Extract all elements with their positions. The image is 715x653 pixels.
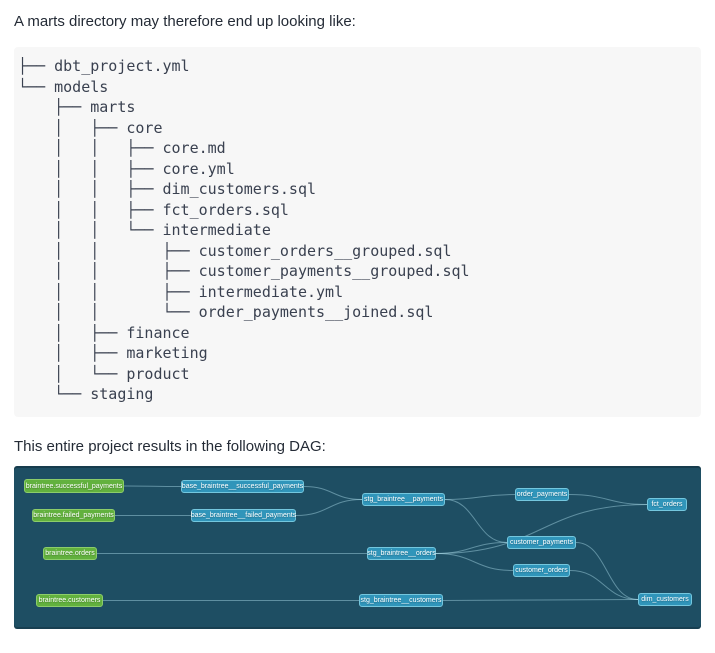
dag-node-braintree_failed_payments[interactable]: braintree.failed_payments [32,509,115,522]
dag-edges-layer [97,485,648,601]
dag-node-braintree_orders[interactable]: braintree.orders [43,547,97,560]
dag-edge-stg_braintree__customers-to-dim_customers [442,599,639,601]
dag-edge-customer_payments-to-dim_customers [575,542,639,600]
file-tree-code-block: ├── dbt_project.yml └── models ├── marts… [14,47,701,417]
dag-edge-stg_braintree__payments-to-order_payments [444,494,516,500]
intro-paragraph: A marts directory may therefore end up l… [14,13,356,30]
dag-node-stg_braintree__orders[interactable]: stg_braintree__orders [367,547,436,560]
dag-node-braintree_customers[interactable]: braintree.customers [36,594,103,607]
dag-edge-base_braintree__failed_payments-to-stg_braintree__payments [295,499,363,516]
dag-node-customer_payments[interactable]: customer_payments [507,536,576,549]
dag-node-order_payments[interactable]: order_payments [515,488,569,501]
dag-node-base_braintree__successful_payments[interactable]: base_braintree__successful_payments [181,480,304,493]
dag-edge-stg_braintree__payments-to-customer_payments [444,499,508,543]
article-content: A marts directory may therefore end up l… [0,13,715,629]
dag-node-fct_orders[interactable]: fct_orders [647,498,687,511]
dag-edge-stg_braintree__orders-to-customer_payments [435,542,508,554]
dag-caption: This entire project results in the follo… [14,437,326,455]
dag-node-stg_braintree__payments[interactable]: stg_braintree__payments [362,493,445,506]
dag-panel: braintree.successful_payments braintree.f… [14,466,701,629]
dag-node-customer_orders[interactable]: customer_orders [513,564,570,577]
dag-edge-braintree_successful_payments-to-base_braintree__successful_payments [123,485,182,487]
dag-edge-customer_orders-to-dim_customers [569,570,639,600]
dag-node-dim_customers[interactable]: dim_customers [638,593,692,606]
dag-edge-stg_braintree__orders-to-fct_orders [435,504,648,554]
dag-edge-stg_braintree__orders-to-customer_orders [435,553,514,571]
dag-node-braintree_successful_payments[interactable]: braintree.successful_payments [24,479,124,493]
dag-edge-order_payments-to-fct_orders [568,494,648,505]
dag-node-base_braintree__failed_payments[interactable]: base_braintree__failed_payments [191,509,296,522]
dag-edge-base_braintree__successful_payments-to-stg_braintree__payments [303,486,363,500]
dag-node-stg_braintree__customers[interactable]: stg_braintree__customers [359,594,443,607]
